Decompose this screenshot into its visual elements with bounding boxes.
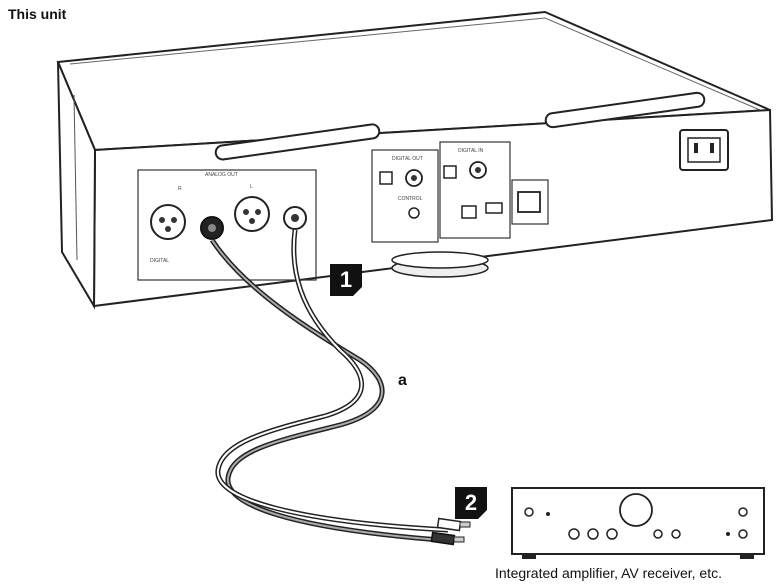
svg-text:L: L (250, 184, 253, 190)
digital-in-section: DIGITAL IN (439, 141, 511, 239)
svg-text:ANALOG OUT: ANALOG OUT (205, 172, 238, 178)
digital-out-section: DIGITAL OUT CONTROL (371, 149, 439, 243)
amplifier-caption: Integrated amplifier, AV receiver, etc. (495, 565, 722, 581)
svg-text:DIGITAL OUT: DIGITAL OUT (392, 156, 423, 162)
svg-text:CONTROL: CONTROL (398, 196, 423, 202)
xlr-l-connector (234, 196, 270, 232)
xlr-r-connector (150, 204, 186, 240)
title-this-unit: This unit (8, 6, 67, 22)
svg-text:DIGITAL: DIGITAL (150, 258, 169, 264)
step-1-badge: 1 (330, 264, 362, 296)
power-inlet (679, 129, 729, 171)
antenna-left (214, 123, 381, 161)
step-2-badge: 2 (455, 487, 487, 519)
analog-out-section: ANALOG OUT R L DIGITAL (137, 169, 317, 281)
svg-text:DIGITAL IN: DIGITAL IN (458, 148, 484, 154)
antenna-right (544, 91, 706, 129)
cable-label-a: a (398, 372, 407, 389)
amplifier (511, 487, 765, 559)
network-section (511, 179, 549, 225)
svg-text:R: R (178, 186, 182, 192)
unit-left-side (57, 61, 97, 310)
